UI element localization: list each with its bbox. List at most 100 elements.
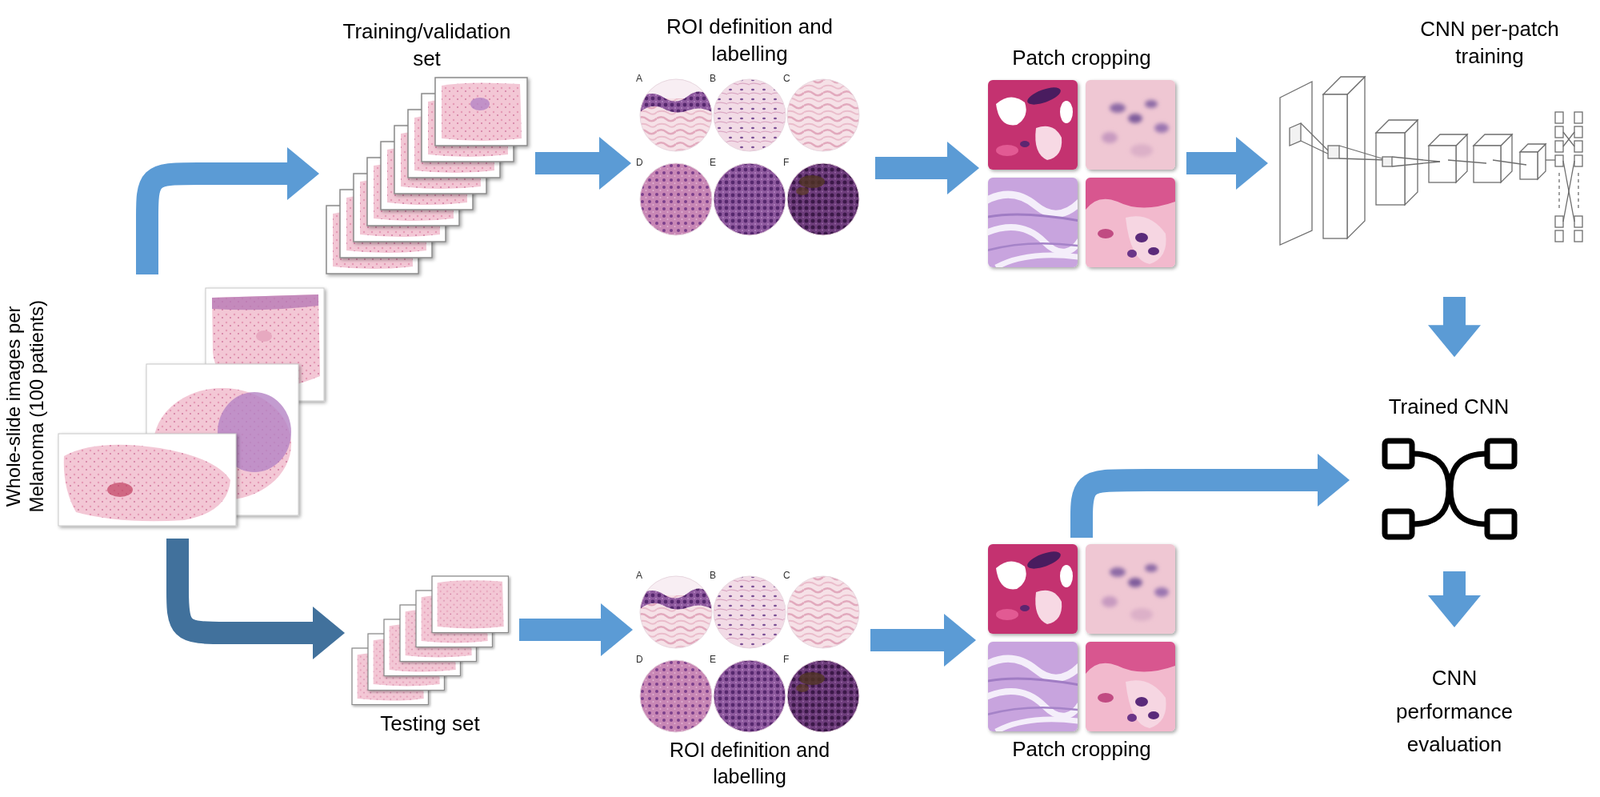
cnn-illustration bbox=[1382, 156, 1392, 167]
cnn-illustration bbox=[1323, 94, 1348, 239]
cnn-illustration bbox=[1577, 172, 1579, 210]
cnn-illustration bbox=[1574, 112, 1583, 124]
cnn-illustration bbox=[1563, 160, 1575, 222]
flow-arrow bbox=[1186, 152, 1237, 175]
wsi-stack bbox=[107, 482, 133, 497]
stage-heading: Training/validation set bbox=[331, 18, 524, 73]
slide-stack bbox=[435, 77, 528, 146]
stage-node: Patch cropping bbox=[988, 44, 1176, 268]
cnn-illustration bbox=[1376, 132, 1405, 205]
cnn-illustration bbox=[1574, 155, 1583, 167]
stage-heading: Testing set bbox=[380, 710, 480, 738]
patch-grid bbox=[984, 544, 1176, 732]
panel-letter: B bbox=[709, 569, 716, 581]
cnn-illustration bbox=[1574, 126, 1583, 138]
panel-letter: C bbox=[783, 569, 791, 581]
cnn-illustration bbox=[1520, 152, 1538, 180]
wsi-stack bbox=[58, 433, 236, 526]
stage-title: CNN per-patch training bbox=[1409, 16, 1570, 71]
cnn-illustration bbox=[1280, 76, 1583, 245]
cnn-illustration bbox=[1404, 120, 1418, 205]
stage-title: ROI definition and labelling bbox=[641, 13, 858, 68]
stage-heading: CNN performance evaluation bbox=[1384, 661, 1525, 762]
stage-title: Testing set bbox=[380, 710, 480, 738]
panel-letter: D bbox=[636, 156, 644, 168]
network-icon bbox=[1450, 453, 1488, 524]
slide-stack bbox=[432, 576, 508, 633]
patch-grid bbox=[984, 80, 1176, 732]
roi-circles bbox=[640, 79, 860, 732]
stage-title: Training/validation set bbox=[331, 18, 524, 73]
flow-arrow bbox=[1443, 571, 1466, 596]
cnn-illustration bbox=[1339, 158, 1388, 160]
cnn-illustration bbox=[1448, 160, 1487, 164]
cnn-illustration bbox=[1323, 76, 1365, 95]
slide-stack bbox=[470, 97, 490, 111]
flow-arrow bbox=[1081, 480, 1319, 538]
flow-arrow bbox=[535, 152, 600, 175]
stage-node: CNN performance evaluation bbox=[1384, 661, 1525, 762]
wsi-stack bbox=[64, 444, 231, 521]
stage-node: Whole-slide images per Melanoma (100 pat… bbox=[2, 274, 324, 539]
panel-letter: A bbox=[636, 569, 643, 581]
cnn-illustration bbox=[1555, 126, 1564, 138]
stage-title: CNN performance evaluation bbox=[1384, 661, 1525, 762]
wsi-stack bbox=[256, 330, 272, 342]
panel-letter: E bbox=[709, 156, 716, 168]
patch-grid bbox=[984, 80, 1176, 268]
cnn-illustration bbox=[1563, 132, 1575, 147]
stage-title: Patch cropping bbox=[1012, 44, 1151, 72]
cnn-illustration bbox=[1473, 134, 1512, 146]
stage-heading: ROI definition and labelling bbox=[641, 13, 858, 68]
stage-node: ROI definition and labelling bbox=[640, 13, 860, 236]
stage-title: Patch cropping bbox=[1012, 736, 1151, 764]
stage-heading: Trained CNN bbox=[1388, 393, 1510, 421]
network-icon bbox=[1384, 440, 1515, 537]
network-icon bbox=[1487, 511, 1515, 537]
stage-heading: Patch cropping bbox=[1012, 736, 1151, 764]
roi-circles bbox=[640, 576, 860, 732]
wsi-stack bbox=[212, 294, 319, 310]
cnn-illustration bbox=[1555, 216, 1564, 228]
slide-stack bbox=[352, 576, 508, 705]
stage-heading: CNN per-patch training bbox=[1409, 16, 1570, 71]
stage-heading: ROI definition and labelling bbox=[641, 736, 858, 789]
flow-arrow bbox=[870, 628, 945, 652]
stage-title: Trained CNN bbox=[1388, 393, 1510, 421]
cnn-illustration bbox=[1555, 140, 1564, 152]
cnn-illustration bbox=[1520, 144, 1546, 152]
panel-letter: F bbox=[783, 156, 789, 168]
cnn-illustration bbox=[1376, 120, 1418, 133]
flow-arrow bbox=[1443, 296, 1466, 326]
panel-letter: D bbox=[636, 653, 644, 665]
stage-node: CNN per-patch training bbox=[1280, 16, 1584, 245]
cnn-illustration bbox=[1558, 172, 1560, 210]
cnn-illustration bbox=[1555, 155, 1564, 167]
stage-node: ROI definition and labelling bbox=[640, 576, 860, 789]
cnn-illustration bbox=[1574, 140, 1583, 152]
cnn-illustration bbox=[1563, 132, 1575, 147]
cnn-illustration bbox=[1555, 112, 1564, 124]
stage-heading: Patch cropping bbox=[1012, 44, 1151, 72]
network-icon bbox=[1487, 440, 1515, 467]
stage-node: Testing set bbox=[352, 576, 508, 738]
roi-circles bbox=[640, 79, 860, 236]
panel-letter: F bbox=[783, 653, 789, 665]
stage-node: Patch cropping bbox=[988, 544, 1176, 764]
cnn-illustration bbox=[1392, 156, 1440, 162]
cnn-illustration bbox=[1392, 161, 1440, 167]
flow-arrow bbox=[177, 538, 314, 633]
cnn-illustration bbox=[1289, 123, 1301, 146]
connector-group bbox=[147, 163, 1455, 640]
flow-arrow bbox=[519, 618, 602, 641]
panel-letter: E bbox=[709, 653, 716, 665]
cnn-illustration bbox=[1555, 230, 1564, 242]
slide-stack bbox=[326, 77, 528, 274]
cnn-illustration bbox=[1563, 160, 1575, 222]
stage-node: Trained CNN bbox=[1382, 393, 1516, 540]
cnn-illustration bbox=[1428, 145, 1456, 183]
cnn-illustration bbox=[1280, 81, 1312, 245]
